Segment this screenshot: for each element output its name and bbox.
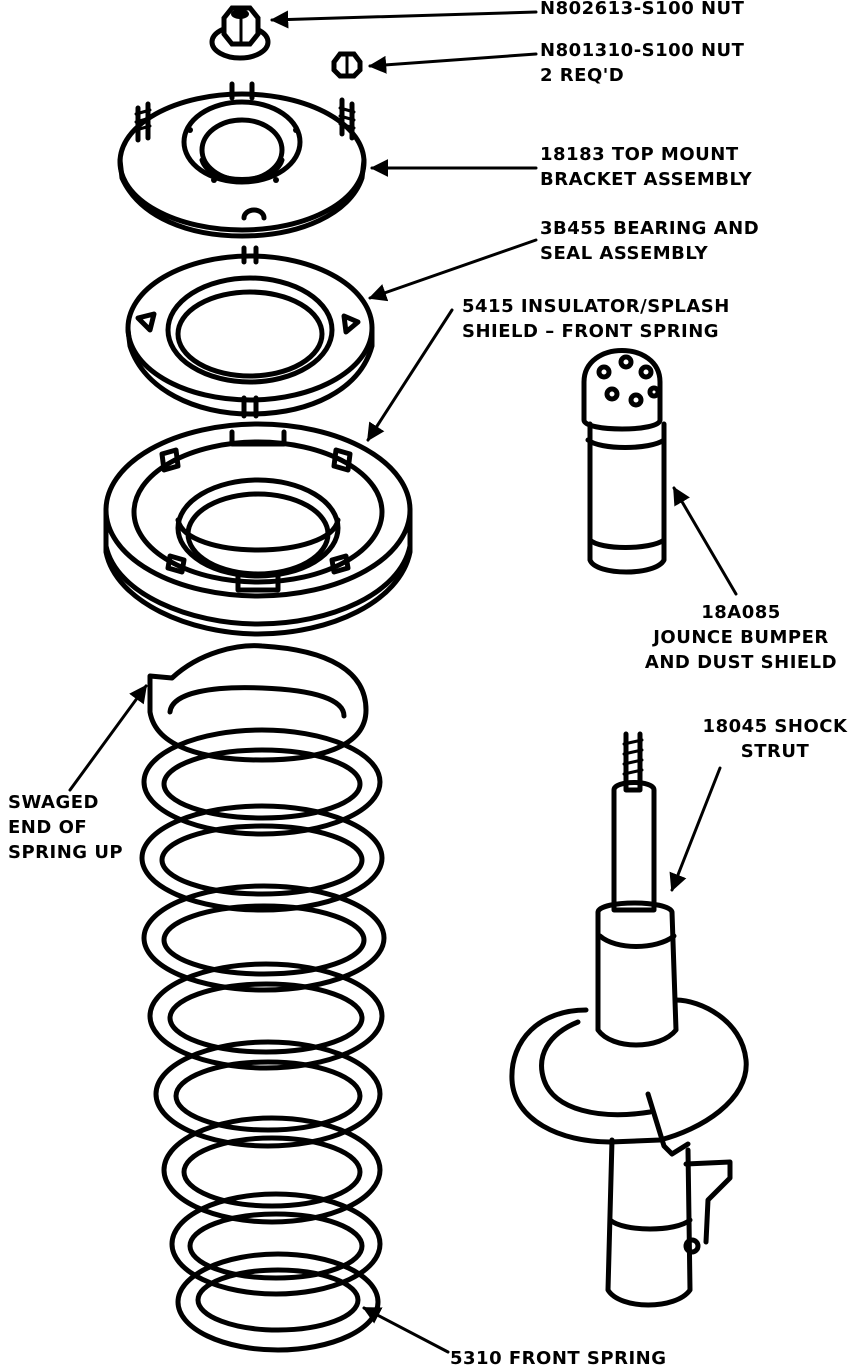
label-insulator-line1: 5415 INSULATOR/SPLASH: [462, 296, 730, 317]
label-small-nut-line2: 2 REQ'D: [540, 65, 625, 86]
leader-lines: [68, 10, 738, 1354]
label-top-mount-line1: 18183 TOP MOUNT: [540, 144, 739, 165]
label-shock-strut: 18045 SHOCK STRUT: [700, 714, 850, 764]
label-small-nut-line1: N801310-S100 NUT: [540, 40, 745, 61]
jounce-bumper: [581, 348, 667, 575]
label-insulator: 5415 INSULATOR/SPLASH SHIELD – FRONT SPR…: [462, 294, 730, 344]
label-shock-line2: STRUT: [740, 741, 810, 762]
label-jounce-bumper: 18A085 JOUNCE BUMPER AND DUST SHIELD: [636, 600, 846, 675]
label-bearing-line1: 3B455 BEARING AND: [540, 218, 760, 239]
label-front-spring: 5310 FRONT SPRING: [450, 1346, 666, 1370]
label-bearing: 3B455 BEARING AND SEAL ASSEMBLY: [540, 216, 759, 266]
label-swaged-line2: END OF: [8, 817, 88, 838]
label-swaged-line3: SPRING UP: [8, 842, 124, 863]
bearing-seal-assembly: [125, 245, 375, 419]
label-front-spring-text: 5310 FRONT SPRING: [450, 1348, 667, 1369]
top-nut: [209, 5, 271, 61]
label-jounce-line1: 18A085: [701, 602, 781, 623]
label-insulator-line2: SHIELD – FRONT SPRING: [462, 321, 720, 342]
label-swaged-end: SWAGED END OF SPRING UP: [8, 790, 123, 865]
label-bearing-line2: SEAL ASSEMBLY: [540, 243, 709, 264]
shock-strut: [509, 731, 749, 1308]
label-shock-line1: 18045 SHOCK: [702, 716, 848, 737]
top-mount-bracket: [117, 81, 367, 239]
front-spring: [139, 643, 387, 1353]
label-top-mount-line2: BRACKET ASSEMBLY: [540, 169, 753, 190]
label-top-nut-text: N802613-S100 NUT: [540, 0, 745, 19]
label-top-mount: 18183 TOP MOUNT BRACKET ASSEMBLY: [540, 142, 752, 192]
label-swaged-line1: SWAGED: [8, 792, 99, 813]
label-small-nut: N801310-S100 NUT 2 REQ'D: [540, 38, 744, 88]
insulator-splash-shield: [103, 421, 413, 637]
label-top-nut: N802613-S100 NUT: [540, 0, 744, 21]
small-nut: [331, 51, 363, 79]
label-jounce-line2: JOUNCE BUMPER: [653, 627, 829, 648]
label-jounce-line3: AND DUST SHIELD: [644, 652, 838, 673]
